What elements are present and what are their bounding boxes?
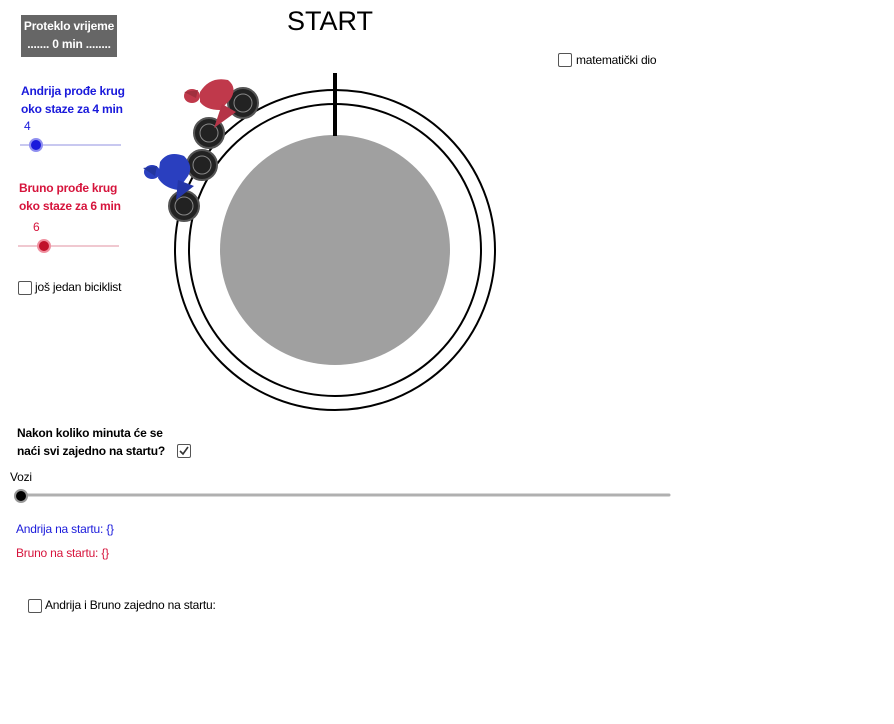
ride-slider-knob[interactable]: [14, 489, 28, 503]
bruno-at-start-text: Bruno na startu: {}: [16, 546, 109, 560]
andrija-at-start-text: Andrija na startu: {}: [16, 522, 114, 536]
red-cyclist-icon: [184, 79, 259, 149]
blue-cyclist-icon: [143, 149, 218, 222]
elapsed-time-title: Proteklo vrijeme: [23, 19, 115, 33]
elapsed-time-value: ....... 0 min ........: [27, 37, 111, 51]
question-line1: Nakon koliko minuta će se: [17, 426, 163, 440]
question-line2: naći svi zajedno na startu?: [17, 444, 165, 458]
ride-label: Vozi: [10, 470, 32, 484]
checkmark-icon: [179, 446, 189, 456]
question-checkbox[interactable]: [177, 444, 191, 458]
together-checkbox[interactable]: [28, 599, 42, 613]
andrija-label-line2: oko staze za 4 min: [21, 102, 123, 116]
infield: [220, 135, 450, 365]
extra-cyclist-label: još jedan biciklist: [35, 280, 122, 294]
bruno-label-line1: Bruno prođe krug: [19, 181, 118, 195]
math-part-checkbox[interactable]: [558, 53, 572, 67]
together-label: Andrija i Bruno zajedno na startu:: [45, 598, 216, 612]
bruno-value: 6: [33, 220, 40, 234]
start-label: START: [287, 6, 374, 36]
andrija-label-line1: Andrija prođe krug: [21, 84, 125, 98]
bruno-label-line2: oko staze za 6 min: [19, 199, 121, 213]
elapsed-time-box: Proteklo vrijeme ....... 0 min ........: [21, 15, 117, 57]
andrija-slider-knob[interactable]: [29, 138, 43, 152]
bruno-slider-knob[interactable]: [37, 239, 51, 253]
andrija-value: 4: [24, 119, 31, 133]
extra-cyclist-checkbox[interactable]: [18, 281, 32, 295]
math-part-label: matematički dio: [576, 53, 657, 67]
